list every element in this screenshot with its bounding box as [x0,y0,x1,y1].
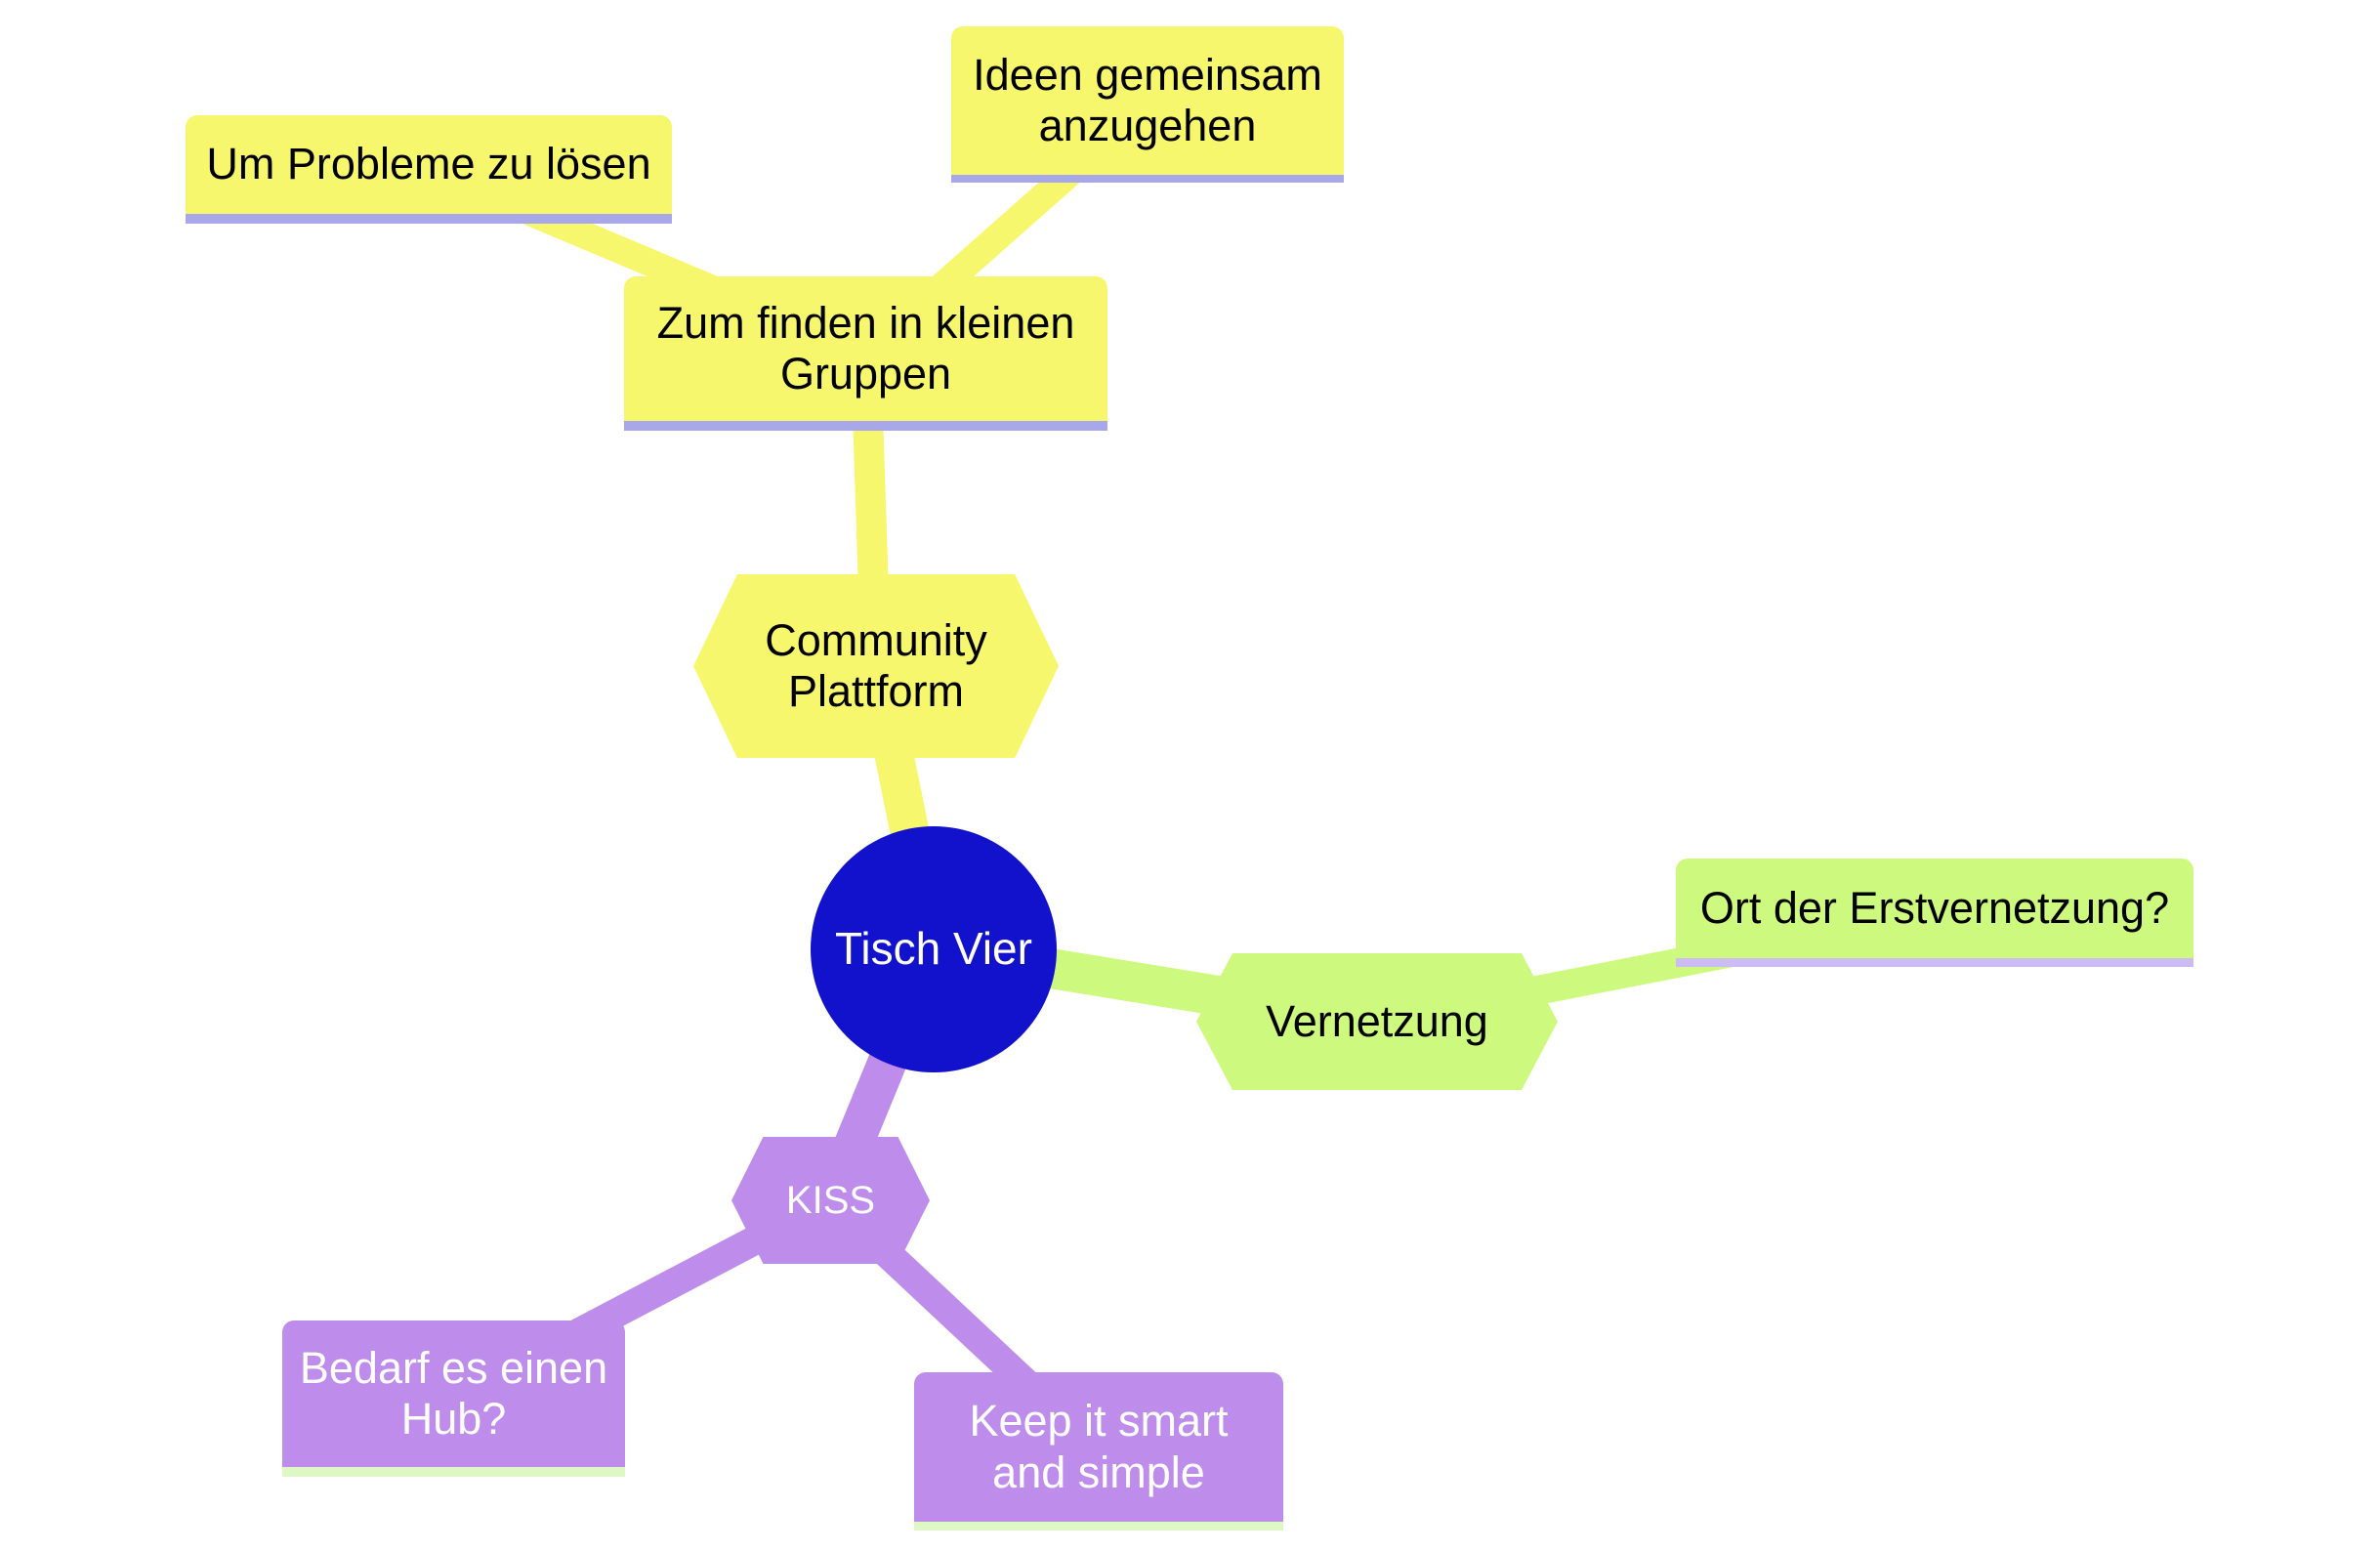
node-ort-der-erstvernetzung-label: Ort der Erstvernetzung? [1699,882,2170,933]
node-ideen-gemeinsam[interactable]: Ideen gemeinsam anzugehen [951,26,1344,183]
node-kiss[interactable]: KISS [731,1137,930,1264]
node-community-plattform[interactable]: Community Plattform [693,574,1059,758]
node-tisch-vier-label: Tisch Vier [835,923,1032,975]
node-ort-der-erstvernetzung[interactable]: Ort der Erstvernetzung? [1676,859,2193,967]
node-bedarf-hub-label: Bedarf es einen Hub? [299,1342,608,1444]
node-vernetzung-label: Vernetzung [1266,995,1488,1046]
node-vernetzung[interactable]: Vernetzung [1196,953,1558,1090]
node-community-plattform-label: Community Plattform [765,614,987,716]
node-keep-it-smart[interactable]: Keep it smart and simple [914,1372,1283,1530]
node-bedarf-hub[interactable]: Bedarf es einen Hub? [282,1320,625,1477]
node-um-probleme-label: Um Probleme zu lösen [206,139,651,189]
node-zum-finden-label: Zum finden in kleinen Gruppen [656,297,1075,398]
node-um-probleme[interactable]: Um Probleme zu lösen [186,115,672,224]
node-keep-it-smart-label: Keep it smart and simple [969,1396,1229,1497]
node-kiss-label: KISS [785,1178,876,1222]
node-zum-finden[interactable]: Zum finden in kleinen Gruppen [624,276,1107,431]
node-tisch-vier[interactable]: Tisch Vier [811,826,1057,1072]
node-ideen-gemeinsam-label: Ideen gemeinsam anzugehen [973,49,1322,150]
